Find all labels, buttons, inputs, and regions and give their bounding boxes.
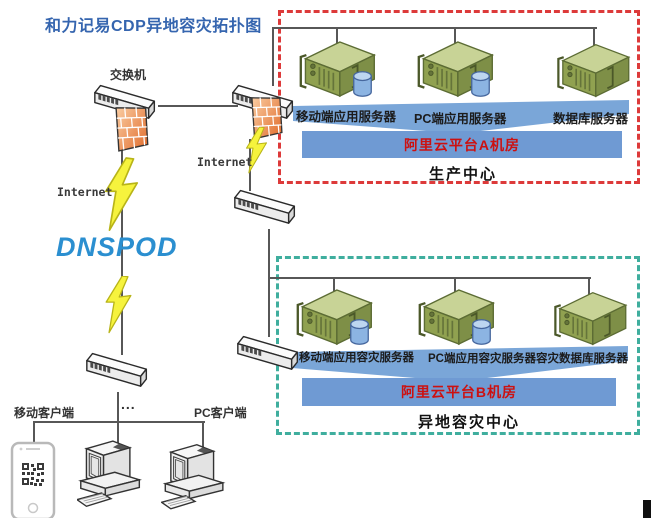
dr-pc-app-db-cylinder-icon bbox=[471, 318, 492, 346]
prod-server-label-1: 移动端应用服务器 bbox=[296, 110, 397, 124]
prod-bus-line bbox=[272, 27, 597, 29]
client-switch-icon bbox=[84, 350, 152, 394]
switch-label: 交换机 bbox=[110, 68, 147, 82]
prod-server-label-3: 数据库服务器 bbox=[553, 112, 629, 126]
firewall1-icon bbox=[113, 101, 151, 153]
page-title: 和力记易CDP异地容灾拓扑图 bbox=[45, 18, 262, 35]
clients-ellipsis: ... bbox=[121, 396, 136, 412]
internet-label-middle: Internet bbox=[197, 155, 253, 169]
dr-drop-1 bbox=[333, 279, 335, 294]
drop-pc2 bbox=[202, 423, 204, 453]
drop-pc1 bbox=[117, 423, 119, 451]
drop-phone bbox=[33, 423, 35, 443]
dr-server-label-3: 容灾数据库服务器 bbox=[536, 353, 628, 365]
link-switch-clients bbox=[117, 392, 119, 423]
prod-banner: 阿里云平台A机房 bbox=[302, 131, 622, 158]
prod-drop-3 bbox=[593, 29, 595, 50]
link-firewall1-dnspod-switch bbox=[121, 150, 123, 355]
dr-caption: 异地容灾中心 bbox=[418, 414, 521, 431]
pc-client-2-icon bbox=[161, 441, 229, 518]
prod-mobile-app-db-cylinder-icon bbox=[352, 70, 373, 98]
dr-database-server-icon bbox=[551, 290, 631, 347]
dr-drop-2 bbox=[454, 279, 456, 294]
link-switch3-switch4 bbox=[268, 229, 270, 337]
dr-server-label-1: 移动端应用容灾服务器 bbox=[299, 352, 414, 364]
client-branch-line bbox=[33, 421, 205, 423]
prod-server-label-2: PC端应用服务器 bbox=[414, 112, 507, 126]
prod-pc-app-db-cylinder-icon bbox=[470, 70, 491, 98]
dr-mobile-app-db-cylinder-icon bbox=[349, 318, 370, 346]
link-switch1-switch2 bbox=[158, 105, 238, 107]
link-switch2-prod-bus bbox=[272, 28, 274, 86]
mobile-phone-icon bbox=[10, 441, 56, 518]
corner-artifact bbox=[643, 500, 651, 518]
switch3-icon bbox=[232, 187, 300, 231]
dnspod-logo: DNSPOD bbox=[56, 232, 178, 262]
dr-drop-3 bbox=[588, 279, 590, 297]
prod-wedge-shape bbox=[293, 100, 629, 133]
prod-caption: 生产中心 bbox=[429, 166, 498, 183]
dr-wedge-shape bbox=[292, 346, 628, 381]
dr-bus-line bbox=[268, 277, 591, 279]
dr-server-label-2: PC端应用容灾服务器 bbox=[428, 353, 536, 365]
dr-center-zone bbox=[276, 256, 640, 435]
lightning-lower-left-icon bbox=[101, 276, 136, 334]
internet-label-left: Internet bbox=[57, 185, 113, 199]
prod-drop-2 bbox=[454, 29, 456, 47]
prod-drop-1 bbox=[336, 29, 338, 47]
prod-database-server-icon bbox=[554, 42, 634, 99]
pc-client-1-icon bbox=[77, 437, 145, 517]
dr-banner: 阿里云平台B机房 bbox=[302, 378, 616, 406]
switch4-icon bbox=[235, 333, 303, 377]
pc-client-label: PC客户端 bbox=[194, 406, 247, 420]
mobile-client-label: 移动客户端 bbox=[14, 406, 75, 420]
